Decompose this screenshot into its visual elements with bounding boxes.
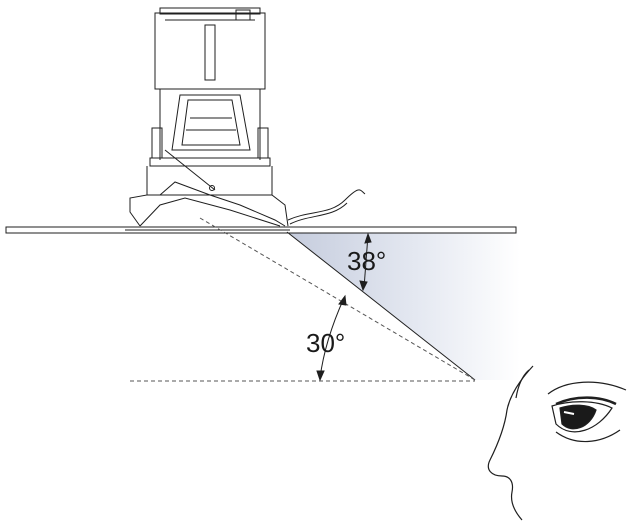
angle-arc-30 <box>316 294 347 382</box>
cutoff-angle-label: 38° <box>347 246 387 276</box>
eye-icon <box>547 381 627 443</box>
human-face-profile-icon <box>487 365 534 521</box>
beam-line <box>286 231 476 381</box>
shaded-cutoff-zone <box>287 232 520 380</box>
beam-angle-label: 30° <box>306 328 346 358</box>
angle-arc-38 <box>359 232 372 292</box>
recessed-downlight-icon <box>125 7 366 231</box>
